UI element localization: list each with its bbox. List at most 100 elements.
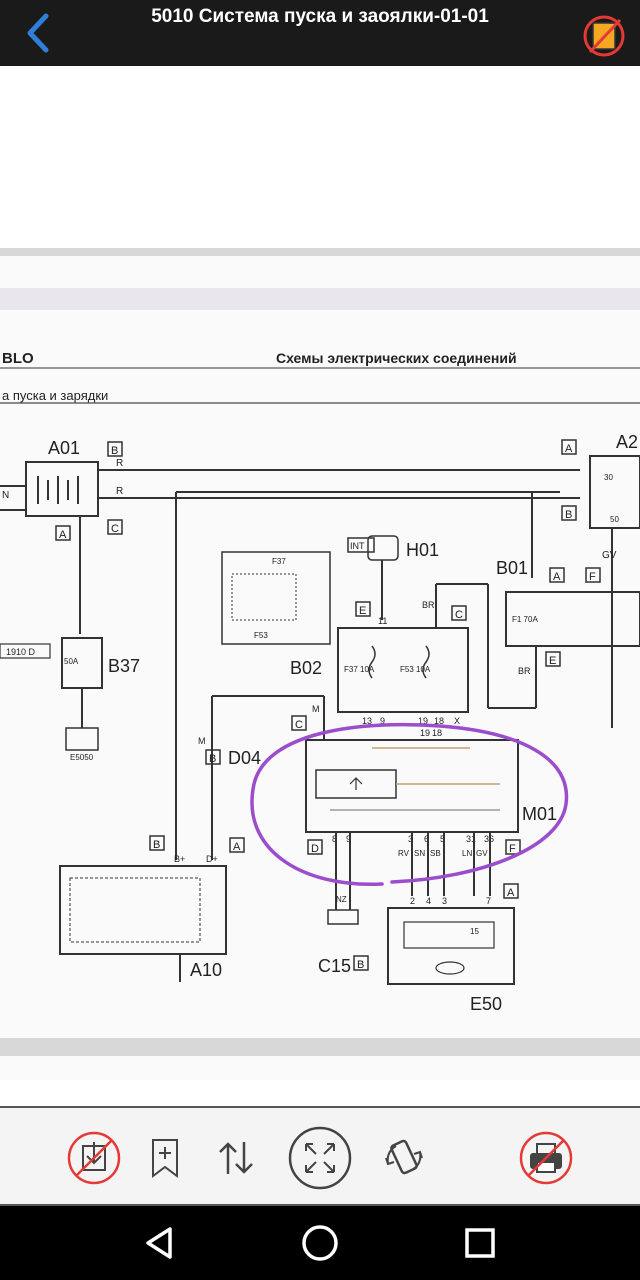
- diagram-section-title: а пуска и зарядки: [2, 388, 108, 403]
- system-navigation-bar: [0, 1206, 640, 1280]
- svg-text:C15: C15: [318, 956, 351, 976]
- svg-text:F37: F37: [272, 557, 286, 566]
- download-icon: [67, 1131, 121, 1185]
- svg-text:13: 13: [362, 716, 372, 726]
- svg-text:E5050: E5050: [70, 753, 94, 762]
- svg-text:9: 9: [346, 834, 351, 844]
- svg-text:RV: RV: [398, 849, 410, 858]
- document-edit-button[interactable]: [580, 10, 628, 58]
- svg-text:3: 3: [408, 834, 413, 844]
- svg-text:18: 18: [432, 728, 442, 738]
- svg-text:GV: GV: [602, 550, 617, 561]
- svg-text:B: B: [153, 839, 160, 851]
- svg-text:6: 6: [424, 834, 429, 844]
- svg-text:1910 D: 1910 D: [6, 647, 36, 657]
- svg-text:8: 8: [332, 834, 337, 844]
- svg-text:19: 19: [420, 728, 430, 738]
- svg-text:E: E: [359, 605, 366, 617]
- svg-text:BR: BR: [518, 666, 531, 676]
- svg-text:19: 19: [418, 716, 428, 726]
- wiring-diagram-scan: BLO Схемы электрических соединений а пус…: [0, 248, 640, 1080]
- document-title: 5010 Система пуска и заоялки-01-01: [151, 6, 489, 27]
- svg-text:F1 70A: F1 70A: [512, 615, 538, 624]
- svg-text:2: 2: [410, 896, 415, 906]
- svg-text:B: B: [111, 445, 118, 457]
- svg-text:B+: B+: [174, 854, 185, 864]
- fit-screen-icon: [288, 1126, 352, 1190]
- svg-text:M01: M01: [522, 804, 557, 824]
- svg-text:N: N: [2, 490, 9, 501]
- svg-text:GV: GV: [476, 849, 488, 858]
- svg-text:C: C: [111, 523, 119, 535]
- svg-text:SB: SB: [430, 849, 441, 858]
- svg-text:A: A: [553, 571, 561, 583]
- svg-text:A2: A2: [616, 432, 638, 452]
- svg-text:3: 3: [442, 896, 447, 906]
- svg-text:4: 4: [426, 896, 431, 906]
- svg-text:A: A: [507, 887, 515, 899]
- back-button[interactable]: [18, 10, 58, 56]
- print-button[interactable]: [518, 1130, 574, 1186]
- bookmark-add-icon: [152, 1139, 178, 1178]
- svg-text:9: 9: [380, 716, 385, 726]
- sort-button[interactable]: [208, 1130, 264, 1186]
- svg-text:F53: F53: [254, 631, 268, 640]
- svg-text:B02: B02: [290, 658, 322, 678]
- back-triangle-icon: [146, 1227, 172, 1259]
- svg-text:F: F: [509, 843, 516, 855]
- rotate-icon: [385, 1139, 423, 1175]
- svg-text:M: M: [198, 736, 206, 746]
- rotate-button[interactable]: [376, 1130, 432, 1186]
- svg-text:F53 10A: F53 10A: [400, 665, 431, 674]
- svg-text:B01: B01: [496, 558, 528, 578]
- svg-text:50: 50: [610, 515, 619, 524]
- svg-text:X: X: [454, 716, 460, 726]
- svg-text:LN: LN: [462, 849, 472, 858]
- svg-text:F37 10A: F37 10A: [344, 665, 375, 674]
- system-recents-button[interactable]: [455, 1220, 505, 1266]
- recents-square-icon: [465, 1228, 495, 1258]
- svg-text:A: A: [59, 529, 67, 541]
- svg-text:H01: H01: [406, 540, 439, 560]
- diagram-header-left: BLO: [2, 350, 34, 367]
- svg-text:5: 5: [440, 834, 445, 844]
- svg-text:D: D: [311, 843, 319, 855]
- system-home-button[interactable]: [295, 1220, 345, 1266]
- svg-text:E: E: [549, 655, 556, 667]
- svg-text:B: B: [357, 959, 364, 971]
- svg-text:15: 15: [470, 927, 479, 936]
- svg-text:D04: D04: [228, 748, 261, 768]
- app-bar: 5010 Система пуска и заоялки-01-01: [0, 0, 640, 66]
- document-viewer[interactable]: BLO Схемы электрических соединений а пус…: [0, 66, 640, 1106]
- svg-text:11: 11: [378, 616, 387, 626]
- svg-text:B37: B37: [108, 656, 140, 676]
- svg-text:7: 7: [486, 896, 491, 906]
- svg-text:B: B: [565, 509, 572, 521]
- svg-text:A: A: [233, 841, 241, 853]
- fit-screen-button[interactable]: [288, 1126, 352, 1190]
- svg-text:F: F: [589, 571, 596, 583]
- print-icon: [519, 1131, 573, 1185]
- svg-text:50A: 50A: [64, 657, 79, 666]
- diagram-header-center: Схемы электрических соединений: [276, 350, 517, 366]
- svg-text:NZ: NZ: [336, 895, 347, 904]
- svg-text:C: C: [455, 609, 463, 621]
- svg-text:D+: D+: [206, 854, 218, 864]
- svg-text:18: 18: [434, 716, 444, 726]
- svg-text:31: 31: [466, 834, 476, 844]
- system-back-button[interactable]: [134, 1220, 184, 1266]
- svg-text:C: C: [295, 719, 303, 731]
- svg-text:30: 30: [604, 473, 613, 482]
- download-button[interactable]: [66, 1130, 122, 1186]
- add-bookmark-button[interactable]: [137, 1130, 193, 1186]
- label-A01: A01: [48, 438, 80, 458]
- svg-text:A10: A10: [190, 960, 222, 980]
- svg-text:B: B: [209, 753, 216, 765]
- home-circle-icon: [302, 1225, 338, 1261]
- svg-text:BR: BR: [422, 600, 435, 610]
- svg-text:SN: SN: [414, 849, 425, 858]
- svg-text:M: M: [312, 704, 320, 714]
- document-edit-icon: [583, 15, 625, 57]
- svg-text:R: R: [116, 458, 123, 469]
- chevron-left-icon: [27, 13, 49, 53]
